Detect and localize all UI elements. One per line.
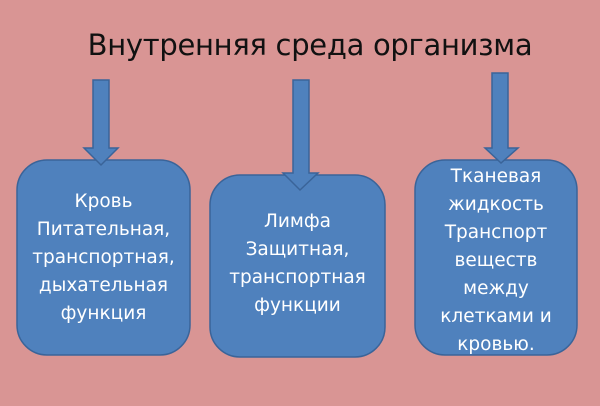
box-line: дыхательная: [38, 275, 169, 296]
box-line: функции: [254, 295, 341, 316]
arrow-down-icon: [483, 72, 520, 165]
box-line: жидкость: [448, 193, 544, 215]
box-line: Защитная,: [245, 239, 350, 260]
box-line: Питательная,: [36, 219, 171, 240]
arrow-down-icon: [82, 79, 120, 167]
box-line: транспортная: [229, 267, 366, 288]
box-line: кровью.: [457, 333, 535, 355]
box-line: Лимфа: [263, 211, 332, 232]
diagram-title: Внутренняя среда организма: [87, 28, 533, 62]
box-tissue-fluid-shape: [414, 159, 578, 356]
box-tissue-fluid: Тканевая жидкость Транспорт веществ межд…: [415, 162, 577, 359]
box-line: Тканевая: [450, 165, 542, 187]
arrow-down-icon: [281, 79, 320, 192]
box-line: веществ: [454, 249, 538, 271]
box-line: функция: [60, 303, 147, 324]
box-line: между: [463, 277, 529, 299]
box-line: Транспорт: [444, 221, 548, 243]
box-line: клетками и: [440, 305, 552, 327]
box-blood: Кровь Питательная, транспортная, дыхател…: [17, 172, 190, 344]
box-lymph: Лимфа Защитная, транспортная функции: [210, 190, 385, 338]
box-line: транспортная,: [32, 247, 175, 268]
box-line: Кровь: [74, 191, 133, 212]
